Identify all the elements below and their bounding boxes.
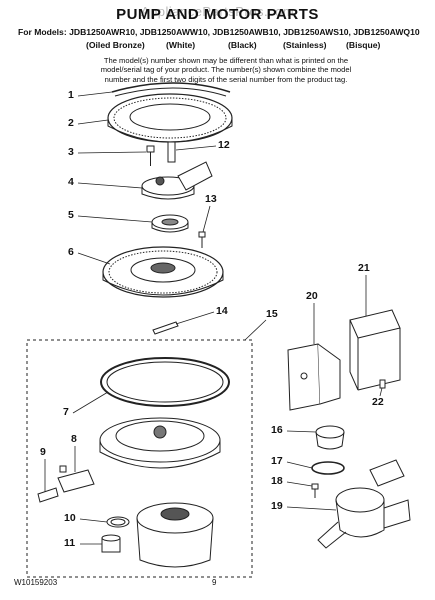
finish-oiled-bronze: (Oiled Bronze) xyxy=(86,40,145,50)
part-18-screw xyxy=(311,483,319,498)
callout-14: 14 xyxy=(216,305,228,317)
callout-13: 13 xyxy=(205,193,217,205)
part-22-screw xyxy=(379,379,386,389)
callout-16: 16 xyxy=(271,424,283,436)
leader-lines xyxy=(44,91,383,545)
callout-12: 12 xyxy=(218,139,230,151)
watermark: AppliancePartsPros.com xyxy=(140,4,295,19)
page-title: PUMP AND MOTOR PARTS xyxy=(116,6,319,23)
callout-8: 8 xyxy=(71,433,77,445)
finish-stainless: (Stainless) xyxy=(283,40,327,50)
finish-white: (White) xyxy=(166,40,196,50)
part-10-gasket xyxy=(106,516,130,528)
finish-black: (Black) xyxy=(228,40,257,50)
callout-18: 18 xyxy=(271,475,283,487)
part-4-diverter xyxy=(141,161,213,200)
callout-21: 21 xyxy=(358,262,370,274)
model-note-line-3: number and the first two digits of the s… xyxy=(104,74,348,84)
callout-7: 7 xyxy=(63,406,69,418)
part-17-o-ring xyxy=(311,461,345,475)
callout-15: 15 xyxy=(266,308,278,320)
finish-bisque: (Bisque) xyxy=(346,40,381,50)
model-note-line-2: model/serial tag of your product. The nu… xyxy=(100,65,352,75)
part-13-screw xyxy=(198,231,206,248)
part-15-assembly-box xyxy=(26,339,253,578)
part-21-control-box xyxy=(349,309,401,391)
doc-number: W10159203 xyxy=(14,578,58,587)
page-number: 9 xyxy=(212,578,217,587)
part-20-bracket xyxy=(287,343,341,411)
part-2-housing-cover xyxy=(107,93,233,143)
callout-1: 1 xyxy=(68,89,74,101)
part-1-top-ring xyxy=(111,82,231,97)
callout-17: 17 xyxy=(271,455,283,467)
callout-22: 22 xyxy=(372,396,384,408)
motor xyxy=(136,502,214,568)
part-8-bracket xyxy=(57,465,95,493)
callout-9: 9 xyxy=(40,446,46,458)
part-5-impeller xyxy=(151,214,189,233)
callout-20: 20 xyxy=(306,290,318,302)
models-line: For Models: JDB1250AWR10, JDB1250AWW10, … xyxy=(18,27,420,37)
model-note: The model(s) number shown may be differe… xyxy=(86,56,366,84)
part-14-clip xyxy=(152,321,179,335)
part-6-filter-gear xyxy=(102,246,224,298)
callout-11: 11 xyxy=(64,537,76,549)
lower-pump-housing xyxy=(99,417,221,469)
model-note-line-1: The model(s) number shown may be differe… xyxy=(103,56,349,65)
callout-3: 3 xyxy=(68,146,74,158)
callout-5: 5 xyxy=(68,209,74,221)
part-9-hose-fitting xyxy=(37,487,59,503)
part-19-drain-pump xyxy=(317,459,411,549)
callout-2: 2 xyxy=(68,117,74,129)
part-7-seal-ring xyxy=(100,357,230,407)
callout-6: 6 xyxy=(68,246,74,258)
part-16-coupling xyxy=(315,425,345,450)
part-3-screw xyxy=(146,145,155,166)
callout-10: 10 xyxy=(64,512,76,524)
callout-19: 19 xyxy=(271,500,283,512)
callout-4: 4 xyxy=(68,176,74,188)
part-12-stud xyxy=(167,141,176,163)
part-11-cap xyxy=(101,534,121,553)
